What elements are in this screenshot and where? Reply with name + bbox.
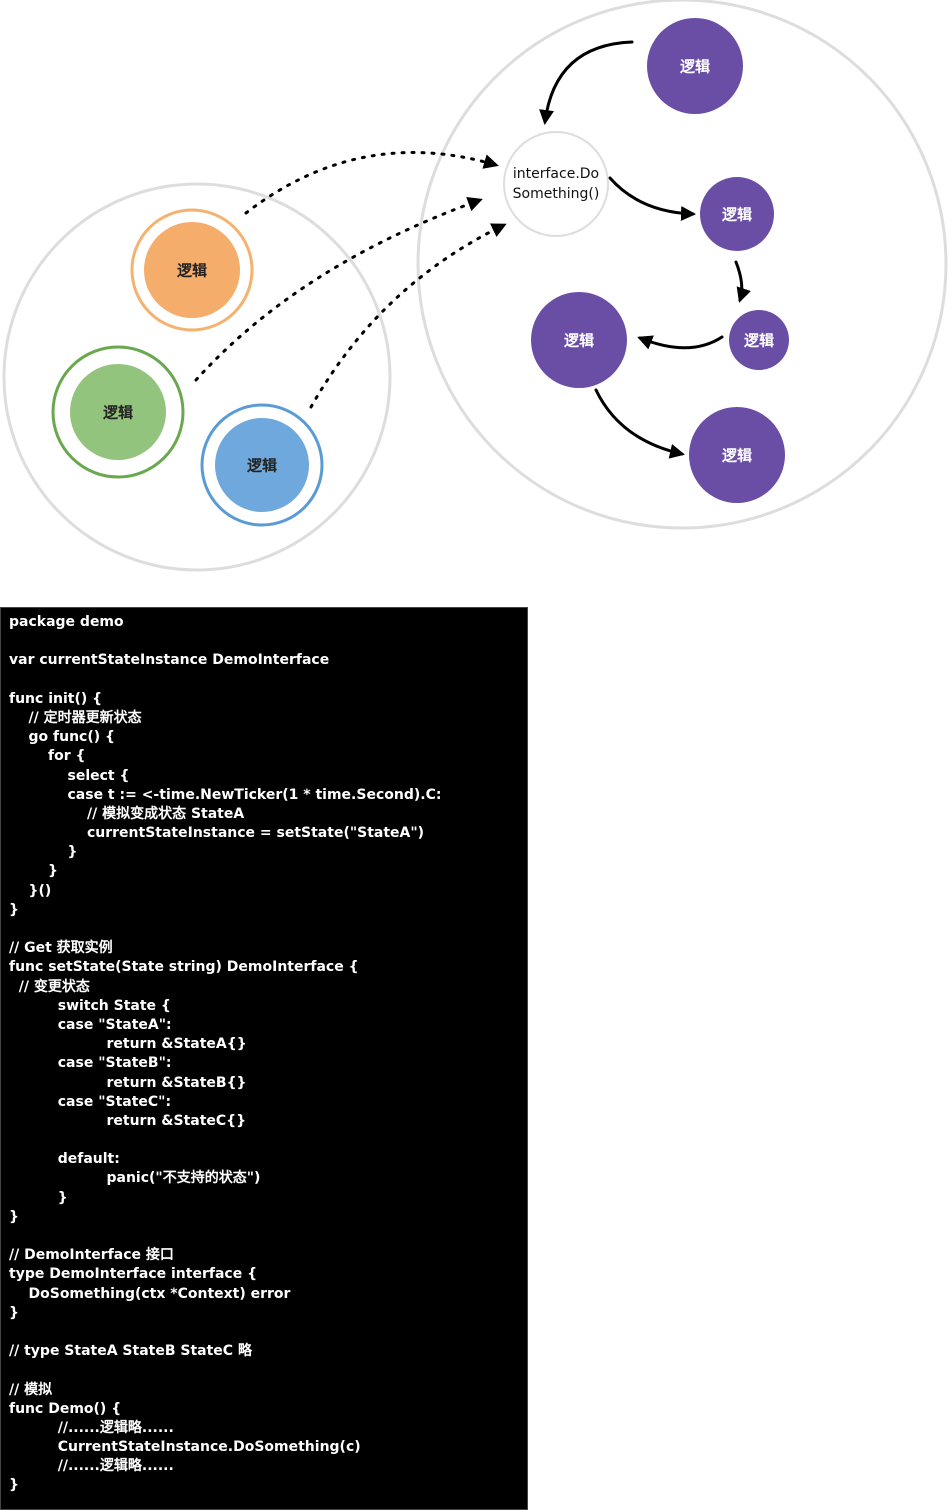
code-line: case "StateC": <box>9 1093 172 1110</box>
left-node-blue: 逻辑 <box>200 403 324 527</box>
code-line: } <box>9 1304 19 1321</box>
code-line <box>9 632 527 651</box>
code-line: default: <box>9 1151 120 1168</box>
left-node-green: 逻辑 <box>51 345 185 479</box>
arrow-interface-to-node2 <box>608 176 696 222</box>
code-line: // 变更状态 <box>9 978 90 995</box>
dotted-arrow-blue-to-interface <box>309 223 507 409</box>
code-line: switch State { <box>9 997 171 1014</box>
code-line <box>9 1131 527 1150</box>
code-line: } <box>9 863 58 880</box>
code-line: //......逻辑略...... <box>9 1419 174 1436</box>
code-line: DoSomething(ctx *Context) error <box>9 1285 291 1302</box>
code-line: go func() { <box>9 729 115 746</box>
code-line: func init() { <box>9 690 103 707</box>
code-line: select { <box>9 767 130 784</box>
code-line <box>9 1361 527 1380</box>
code-line: panic("不支持的状态") <box>9 1170 261 1187</box>
code-line: CurrentStateInstance.DoSomething(c) <box>9 1439 361 1456</box>
code-line: return &StateC{} <box>9 1112 247 1129</box>
right-container-circle <box>416 0 948 530</box>
code-line: // Get 获取实例 <box>9 940 113 957</box>
code-line: case t := <-time.NewTicker(1 * time.Seco… <box>9 786 442 803</box>
right-node-1-label: 逻辑 <box>680 58 710 76</box>
right-node-5: 逻辑 <box>689 407 785 503</box>
arrow-node4-to-node5 <box>594 388 685 459</box>
code-line: } <box>9 1477 19 1494</box>
code-line: } <box>9 1189 68 1206</box>
interface-label-line2: Something() <box>513 186 600 202</box>
right-node-3-label: 逻辑 <box>744 332 774 350</box>
arrow-node3-to-node4 <box>637 335 724 350</box>
code-line <box>9 671 527 690</box>
code-line: // DemoInterface 接口 <box>9 1247 174 1264</box>
right-node-3: 逻辑 <box>729 310 789 370</box>
code-line: return &StateA{} <box>9 1036 247 1053</box>
code-line: func Demo() { <box>9 1400 122 1417</box>
code-line: type DemoInterface interface { <box>9 1266 258 1283</box>
right-node-4: 逻辑 <box>531 292 627 388</box>
code-line: } <box>9 1208 19 1225</box>
code-line: return &StateB{} <box>9 1074 247 1091</box>
left-node-orange: 逻辑 <box>130 208 254 332</box>
state-diagram: interface.Do Something() 逻辑 逻辑 逻辑 逻辑 逻辑 … <box>2 0 948 572</box>
arrow-top-to-interface <box>539 40 634 125</box>
code-line: case "StateB": <box>9 1055 172 1072</box>
code-line: // 定时器更新状态 <box>9 709 142 726</box>
code-line: currentStateInstance = setState("StateA"… <box>9 825 425 842</box>
code-line: } <box>9 844 78 861</box>
interface-label-line1: interface.Do <box>513 166 599 182</box>
right-node-2-label: 逻辑 <box>722 206 752 224</box>
left-node-orange-label: 逻辑 <box>177 262 207 280</box>
code-line: // type StateA StateB StateC 略 <box>9 1343 252 1360</box>
left-container-circle <box>2 182 392 572</box>
arrow-node2-to-node3 <box>734 260 751 303</box>
code-line: //......逻辑略...... <box>9 1458 174 1475</box>
code-line: // 模拟 <box>9 1381 53 1398</box>
code-line: func setState(State string) DemoInterfac… <box>9 959 359 976</box>
left-node-blue-label: 逻辑 <box>247 457 277 475</box>
code-line: for { <box>9 748 86 765</box>
interface-node: interface.Do Something() <box>503 131 609 237</box>
code-line: } <box>9 901 19 918</box>
code-line: // 模拟变成状态 StateA <box>9 805 245 822</box>
left-node-green-label: 逻辑 <box>103 404 133 422</box>
code-line: }() <box>9 882 52 899</box>
right-node-1: 逻辑 <box>647 18 743 114</box>
right-node-4-label: 逻辑 <box>564 332 594 350</box>
code-line: var currentStateInstance DemoInterface <box>9 652 330 669</box>
code-line <box>9 1323 527 1342</box>
code-line: package demo <box>9 614 124 630</box>
dotted-arrow-green-to-interface <box>194 197 483 382</box>
right-node-5-label: 逻辑 <box>722 447 752 465</box>
dotted-arrow-orange-to-interface <box>244 151 499 215</box>
code-line: case "StateA": <box>9 1016 172 1033</box>
right-node-2: 逻辑 <box>700 177 774 251</box>
code-line <box>9 920 527 939</box>
code-line <box>9 1227 527 1246</box>
code-block: package demo var currentStateInstance Dem… <box>0 607 528 1510</box>
